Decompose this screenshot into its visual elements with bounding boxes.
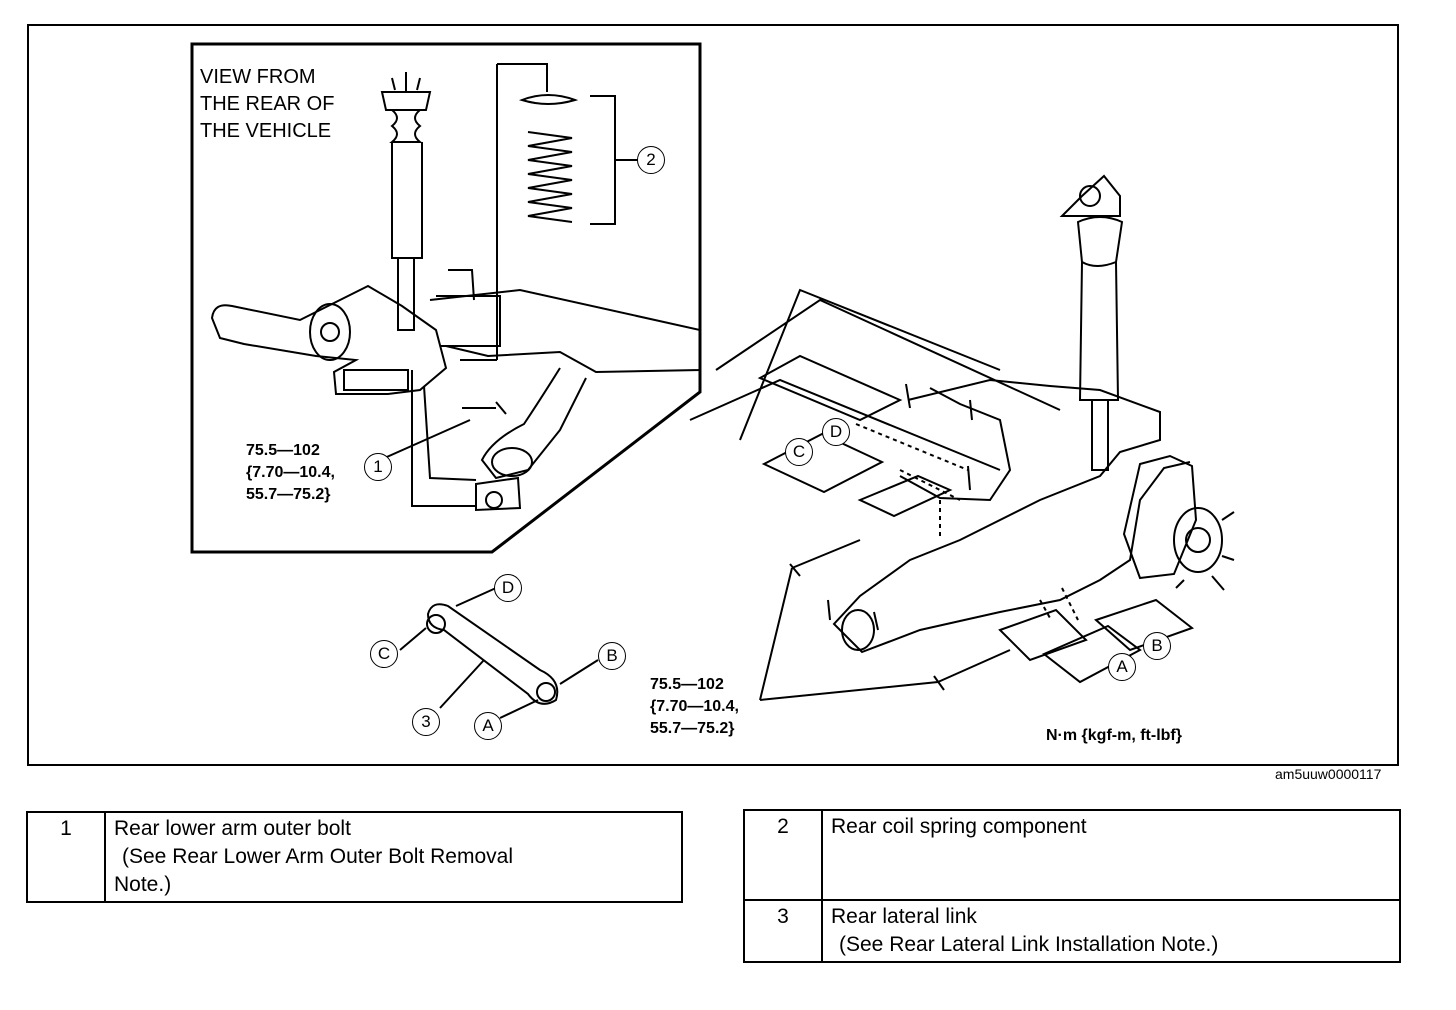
callout-3: 3	[412, 708, 440, 736]
part-description-line: Note.)	[114, 873, 172, 896]
part-description-line: Rear coil spring component	[831, 815, 1087, 838]
part-description-line: Rear lateral link	[831, 905, 977, 928]
inset-title-line: THE REAR OF	[200, 93, 335, 115]
torque-spec-main: 75.5—102 {7.70—10.4, 55.7—75.2}	[650, 674, 739, 740]
callout-2: 2	[637, 146, 665, 174]
part-number: 2	[743, 809, 823, 901]
callout-d-link: D	[494, 574, 522, 602]
part-description-line: (See Rear Lower Arm Outer Bolt Removal	[122, 845, 513, 868]
inset-title-line: VIEW FROM	[200, 66, 316, 88]
callout-1: 1	[364, 453, 392, 481]
main-assembly-drawing	[689, 174, 1235, 701]
torque-spec-line: {7.70—10.4,	[246, 464, 335, 481]
inset-view-title: VIEW FROM THE REAR OF THE VEHICLE	[200, 64, 334, 145]
torque-spec-line: 55.7—75.2}	[246, 486, 331, 503]
inset-frame	[190, 42, 702, 554]
lateral-link-drawing	[399, 587, 599, 719]
part-description-line: (See Rear Lateral Link Installation Note…	[839, 933, 1219, 956]
figure-code: am5uuw0000117	[1275, 766, 1382, 782]
part-description: Rear coil spring component	[821, 809, 1401, 901]
table-row: 1 Rear lower arm outer bolt (See Rear Lo…	[26, 811, 683, 903]
callout-a-main: A	[1108, 653, 1136, 681]
torque-spec-line: 55.7—75.2}	[650, 720, 735, 737]
coil-spring-drawing	[460, 63, 638, 361]
torque-spec-line: 75.5—102	[650, 676, 724, 693]
torque-spec-line: 75.5—102	[246, 442, 320, 459]
table-row: 2 Rear coil spring component	[743, 809, 1401, 901]
torque-spec-inset: 75.5—102 {7.70—10.4, 55.7—75.2}	[246, 440, 335, 506]
units-label: N·m {kgf-m, ft-lbf}	[1046, 727, 1182, 744]
part-description: Rear lateral link (See Rear Lateral Link…	[821, 899, 1401, 963]
part-number: 3	[743, 899, 823, 963]
part-description: Rear lower arm outer bolt (See Rear Lowe…	[104, 811, 683, 903]
callout-d-main: D	[822, 418, 850, 446]
table-row: 3 Rear lateral link (See Rear Lateral Li…	[743, 899, 1401, 963]
inset-knuckle-drawing	[210, 269, 701, 512]
callout-a-link: A	[474, 712, 502, 740]
diagram-frame	[27, 24, 1399, 766]
inset-title-line: THE VEHICLE	[200, 120, 332, 142]
callout-c-main: C	[785, 438, 813, 466]
callout-b-link: B	[598, 642, 626, 670]
part-number: 1	[26, 811, 106, 903]
parts-table-right: 2 Rear coil spring component 3 Rear late…	[743, 809, 1401, 963]
part-description-line: Rear lower arm outer bolt	[114, 817, 351, 840]
callout-c-link: C	[370, 640, 398, 668]
callout-b-main: B	[1143, 632, 1171, 660]
inset-shock-drawing	[380, 72, 432, 331]
parts-table-left: 1 Rear lower arm outer bolt (See Rear Lo…	[26, 811, 683, 903]
torque-spec-line: {7.70—10.4,	[650, 698, 739, 715]
